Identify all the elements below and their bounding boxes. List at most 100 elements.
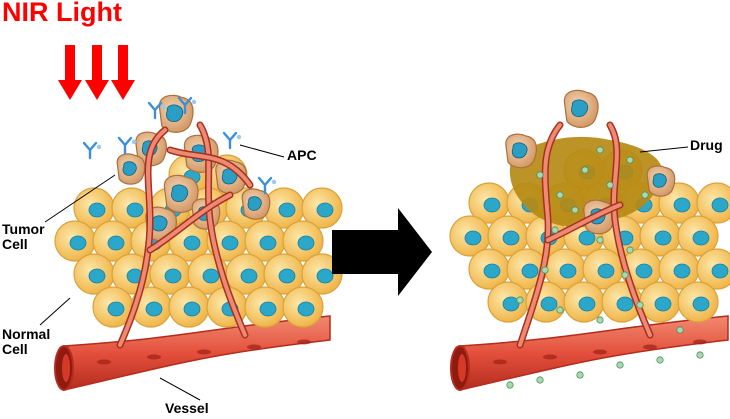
vessel-rbc [147, 354, 161, 360]
normal-cell-nucleus [540, 296, 558, 312]
vessel-rbc [197, 349, 211, 355]
normal-cell-nucleus [711, 263, 729, 279]
tumor-cell-nucleus [151, 215, 168, 232]
drug-particle [516, 296, 524, 304]
left-apc-cells [82, 96, 277, 195]
tumor-cell-leader [44, 174, 116, 223]
tumor-cell-nucleus [652, 173, 667, 188]
normal-cell-nucleus [316, 202, 334, 218]
normal-cell-nucleus [221, 235, 239, 251]
apc-dot [236, 134, 242, 140]
normal-cell-nucleus [692, 296, 710, 312]
normal-cell-nucleus [126, 202, 144, 218]
drug-particle [641, 191, 649, 199]
normal-cell-nucleus [597, 263, 615, 279]
drug-particle [571, 206, 579, 214]
normal-cell-nucleus [183, 301, 201, 317]
right-blood-vessel [450, 315, 729, 391]
normal-cell-nucleus [278, 268, 296, 284]
normal-cell-nucleus [711, 197, 729, 213]
capillary-inner [546, 203, 622, 242]
normal-cell-nucleus [502, 230, 520, 246]
right-tumor-scene [449, 89, 730, 391]
left-normal-cells [54, 154, 343, 328]
normal-cell-nucleus [654, 296, 672, 312]
vessel-rbc [247, 344, 261, 350]
capillary-inner [168, 148, 252, 187]
transition-arrow [332, 208, 432, 296]
normal-cell-nucleus [145, 301, 163, 317]
drug-particle [596, 146, 604, 154]
drug-particle [656, 356, 664, 364]
normal-cell-nucleus [483, 197, 501, 213]
apc-receptor [177, 96, 193, 115]
normal-cell-nucleus [559, 263, 577, 279]
normal-cell-nucleus [69, 235, 87, 251]
drug-particle [536, 171, 544, 179]
drug-particle [541, 266, 549, 274]
normal-cell-nucleus [673, 197, 691, 213]
drug-particle [556, 191, 564, 199]
normal-cell-nucleus [297, 301, 315, 317]
vessel-lumen [62, 354, 70, 382]
apc-receptor [222, 131, 238, 150]
drug-particle [636, 301, 644, 309]
drug-particle [556, 306, 564, 314]
normal-cell-nucleus [240, 268, 258, 284]
tumor-cell-label-line2: Cell [2, 235, 28, 252]
drug-particle [581, 166, 589, 174]
drug-leader [639, 146, 689, 153]
tumor-cell-nucleus [247, 196, 262, 211]
drug-particles [506, 146, 704, 389]
normal-cell-nucleus [259, 235, 277, 251]
right-label-leaders [639, 146, 689, 153]
normal-cell-leader [39, 297, 71, 326]
normal-cell-nucleus [297, 235, 315, 251]
tumor-cell-nucleus [511, 142, 528, 159]
nir-arrow [58, 45, 82, 100]
capillary-inner [518, 123, 562, 347]
capillary-inner [148, 193, 232, 252]
tumor-cell-nucleus [221, 168, 238, 185]
apc-dot [131, 139, 137, 145]
drug-particle [596, 236, 604, 244]
vessel-rbc [543, 354, 557, 360]
drug-particle [551, 226, 559, 234]
normal-cell-nucleus [164, 268, 182, 284]
normal-cell-nucleus [107, 235, 125, 251]
normal-cell-nucleus [578, 230, 596, 246]
apc-receptor [82, 141, 98, 160]
tumor-cell-label: Tumor Cell [2, 222, 45, 251]
tumor-cell-nucleus [122, 161, 137, 176]
normal-cell-nucleus [635, 263, 653, 279]
left-tumor-scene [39, 94, 343, 401]
normal-cell-nucleus [202, 268, 220, 284]
apc-dot [161, 104, 167, 110]
normal-cell-nucleus [483, 263, 501, 279]
left-blood-vessel [54, 315, 331, 391]
vessel-rbc [593, 349, 607, 355]
vessel-rbc [643, 344, 657, 350]
normal-cell-nucleus [88, 202, 106, 218]
left-label-leaders [39, 144, 285, 401]
normal-cell-nucleus [692, 230, 710, 246]
apc-receptor [147, 101, 163, 120]
tumor-cell-nucleus [571, 99, 589, 118]
drug-particle [616, 361, 624, 369]
drug-particle [626, 156, 634, 164]
drug-particle [576, 371, 584, 379]
tumor-cell-label-line1: Tumor [2, 221, 45, 237]
tumor-cell-nucleus [171, 184, 189, 203]
normal-cell-nucleus [88, 268, 106, 284]
normal-cell-nucleus [654, 230, 672, 246]
vessel-leader [159, 377, 201, 401]
drug-particle [606, 181, 614, 189]
tumor-cell-nucleus [166, 104, 184, 123]
drug-particle [596, 316, 604, 324]
normal-cell-label-line1: Normal [2, 326, 51, 342]
normal-cell-nucleus [673, 263, 691, 279]
normal-cell-nucleus [316, 268, 334, 284]
drug-label: Drug [690, 137, 723, 153]
drug-particle [621, 271, 629, 279]
